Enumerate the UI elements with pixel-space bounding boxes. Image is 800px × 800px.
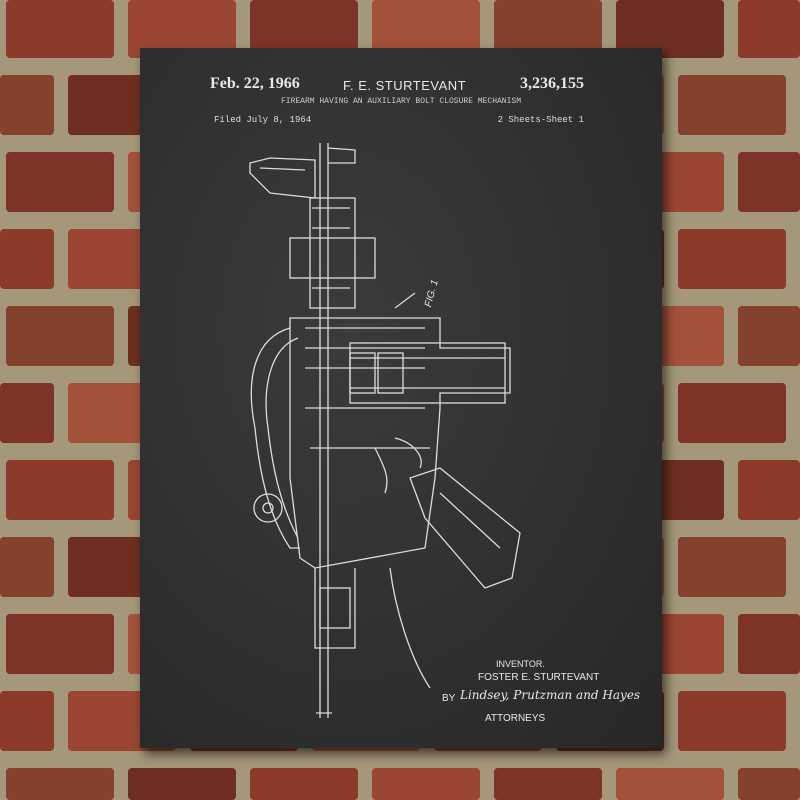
patent-title: FIREARM HAVING AN AUXILIARY BOLT CLOSURE… xyxy=(280,97,522,106)
inventor-label: INVENTOR. xyxy=(496,659,545,669)
brick xyxy=(678,537,786,597)
brick xyxy=(372,768,480,800)
brick xyxy=(738,460,800,520)
brick xyxy=(128,768,236,800)
brick xyxy=(616,0,724,58)
inventor-name: FOSTER E. STURTEVANT xyxy=(478,672,600,683)
brick xyxy=(0,229,54,289)
brick xyxy=(738,614,800,674)
brick xyxy=(6,460,114,520)
inventor-header: F. E. STURTEVANT xyxy=(343,78,467,93)
brick xyxy=(738,0,800,58)
brick xyxy=(678,75,786,135)
brick xyxy=(372,0,480,58)
brick xyxy=(738,152,800,212)
patent-number: 3,236,155 xyxy=(520,75,584,92)
brick xyxy=(6,614,114,674)
brick xyxy=(678,691,786,751)
patent-poster: Feb. 22, 1966 F. E. STURTEVANT 3,236,155… xyxy=(140,48,662,748)
filed-date: Filed July 8, 1964 xyxy=(214,115,312,125)
brick xyxy=(250,0,358,58)
brick xyxy=(678,383,786,443)
brick xyxy=(250,768,358,800)
brick xyxy=(0,383,54,443)
rifle-patent-drawing xyxy=(249,143,521,718)
brick xyxy=(6,152,114,212)
brick xyxy=(616,768,724,800)
brick xyxy=(6,0,114,58)
brick xyxy=(0,75,54,135)
attorneys-signature: Lindsey, Prutzman and Hayes xyxy=(460,688,641,702)
attorneys-label: ATTORNEYS xyxy=(485,713,546,724)
brick xyxy=(6,768,114,800)
brick xyxy=(494,768,602,800)
patent-date: Feb. 22, 1966 xyxy=(210,75,300,92)
brick xyxy=(128,0,236,58)
brick xyxy=(0,537,54,597)
brick xyxy=(0,691,54,751)
by-label: BY xyxy=(442,693,456,704)
brick xyxy=(494,0,602,58)
brick xyxy=(6,306,114,366)
brick xyxy=(678,229,786,289)
brick xyxy=(738,306,800,366)
sheet-count: 2 Sheets-Sheet 1 xyxy=(497,115,584,125)
brick xyxy=(738,768,800,800)
